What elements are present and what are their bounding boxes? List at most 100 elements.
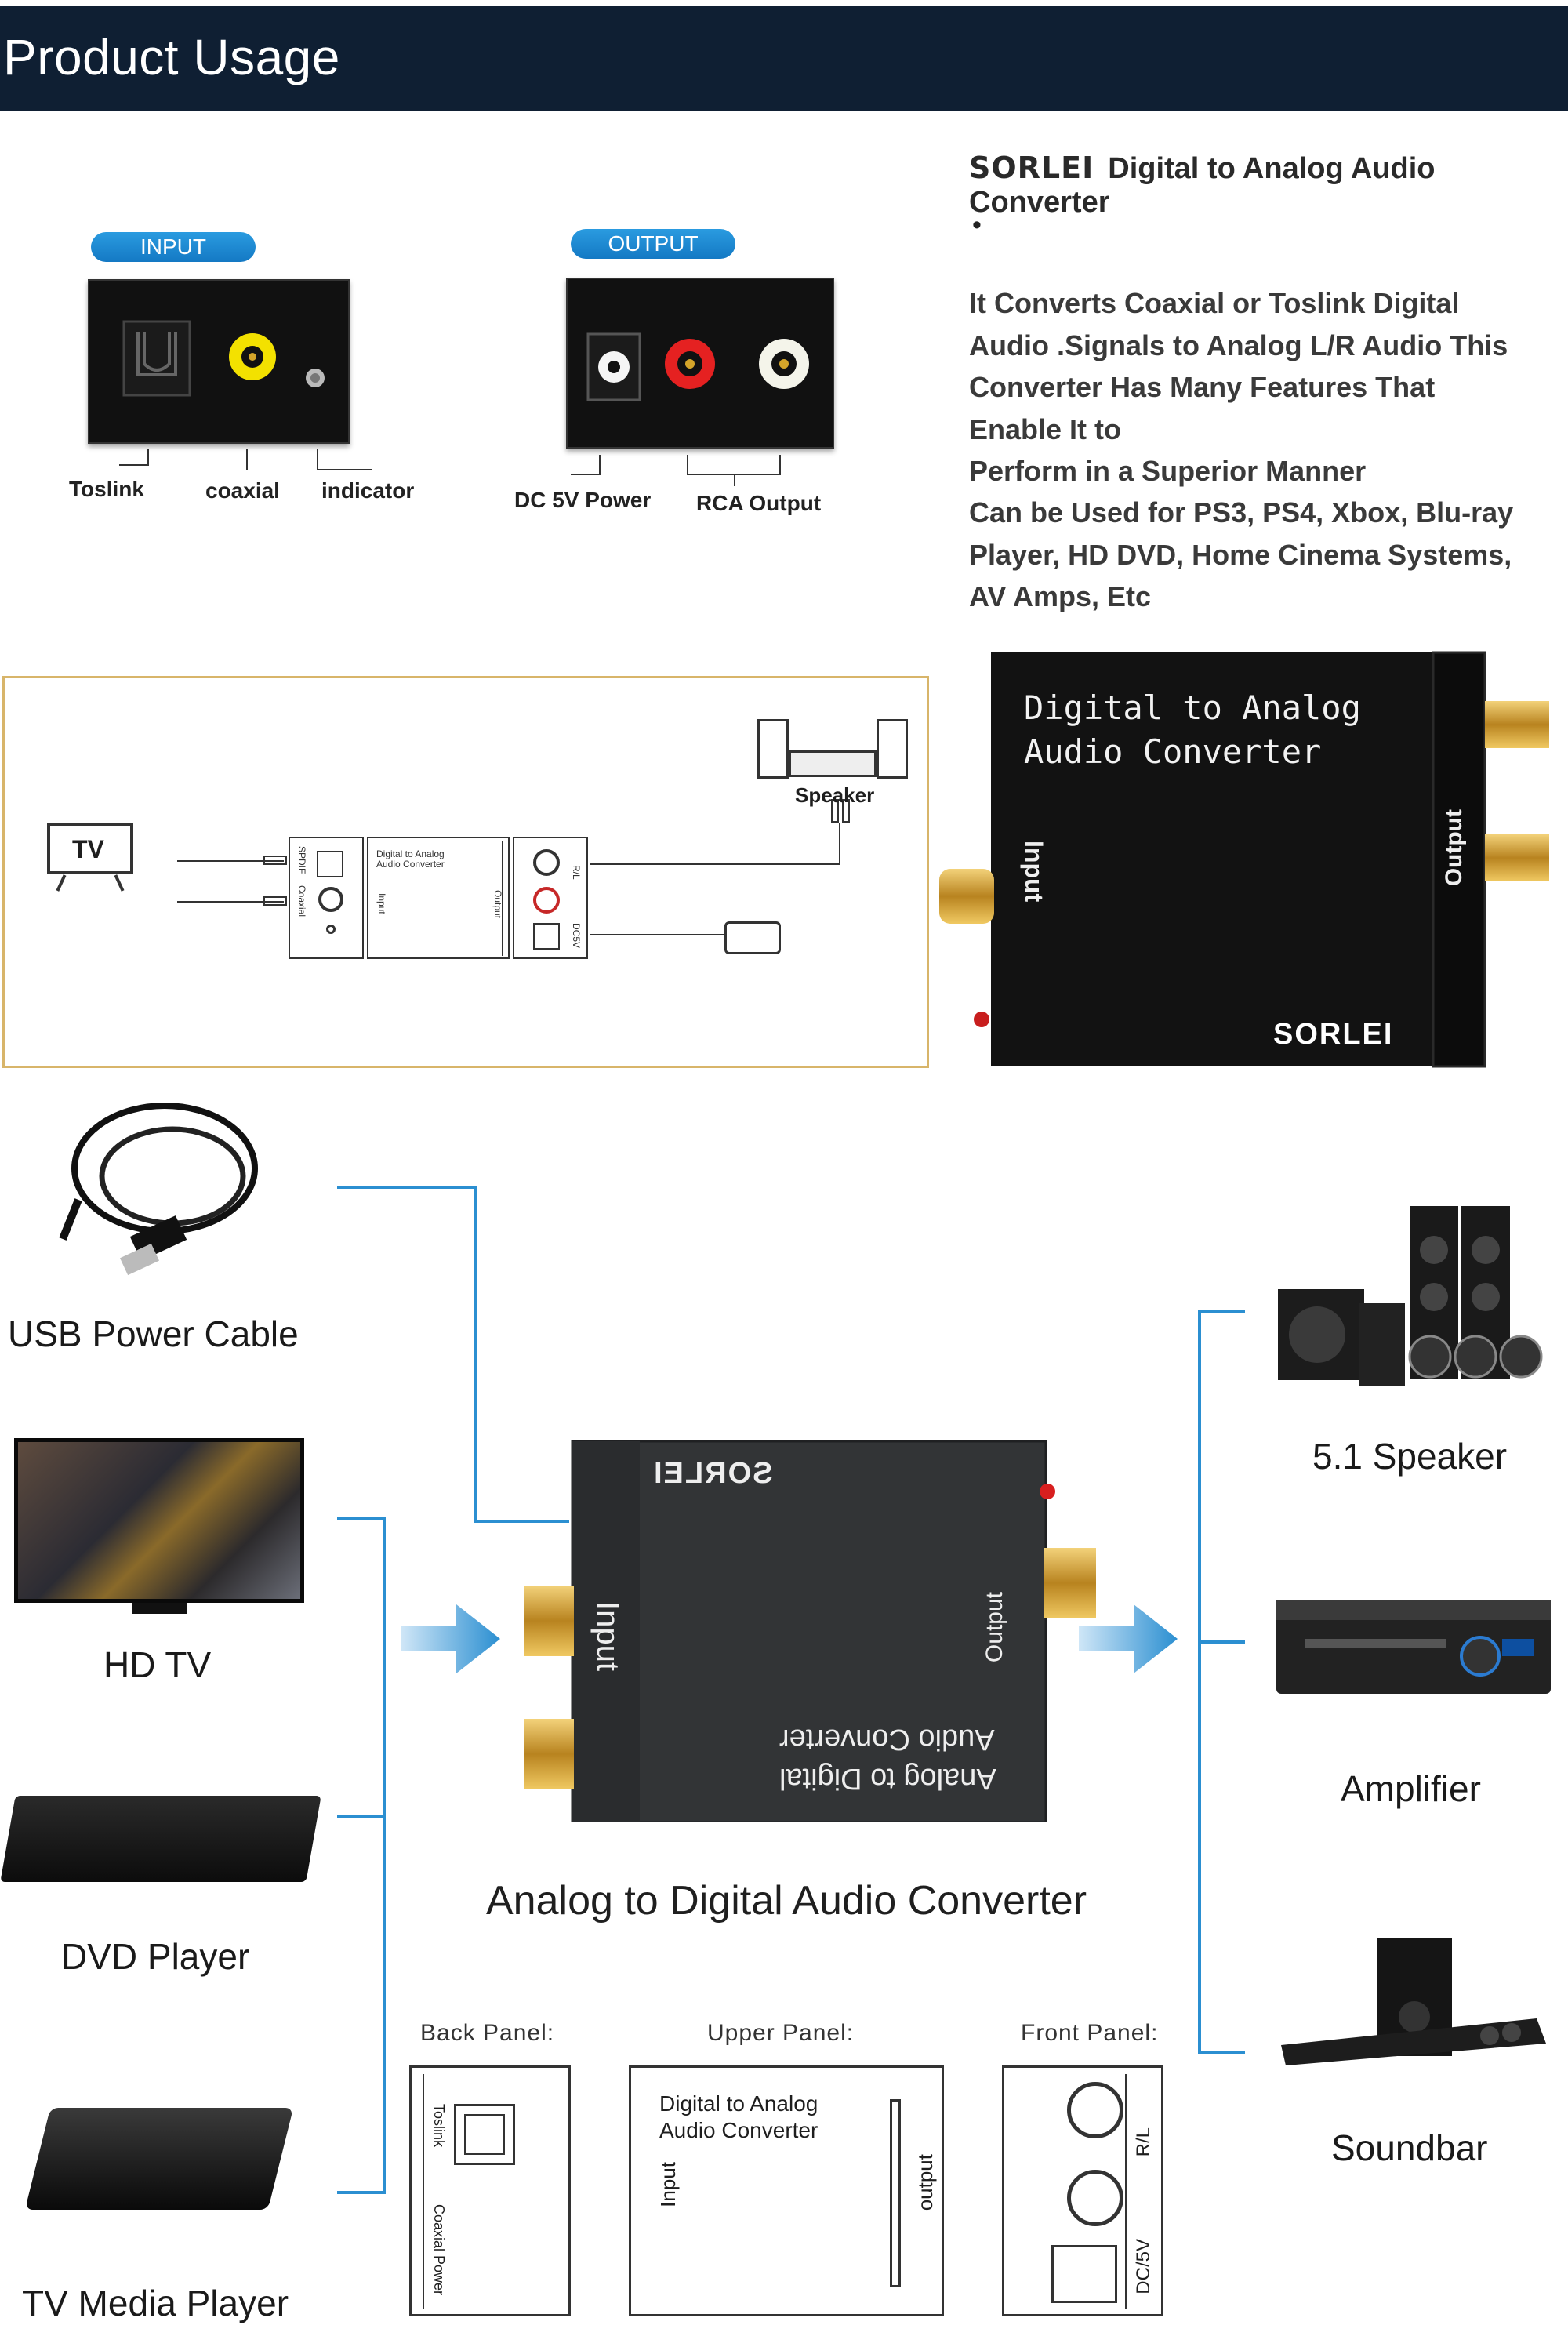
box-input-label: Input (376, 893, 387, 914)
center-device-line2: Audio Converter (779, 1723, 995, 1756)
brand-name: SORLEI (969, 151, 1094, 185)
soundbar-label: Soundbar (1331, 2127, 1488, 2168)
upper-panel-line1: Digital to Analog (659, 2091, 818, 2116)
optical-cable (177, 860, 284, 862)
product-photo-graphic (939, 651, 1549, 1068)
rca-plug-icon (831, 799, 839, 823)
rca-port-large-icon (1067, 2082, 1123, 2138)
input-panel-device (88, 279, 350, 444)
desc-line: Converter Has Many Features That (969, 371, 1436, 403)
connector-line (474, 1520, 569, 1523)
photo-brand: SORLEI (1273, 1018, 1394, 1051)
panel-edge (423, 2074, 426, 2309)
arrow-right-icon (1079, 1604, 1178, 1673)
indicator-label: indicator (321, 478, 415, 503)
tv-leg-icon (56, 874, 67, 892)
rca-output-label: RCA Output (696, 491, 822, 515)
power-adapter-icon (724, 921, 781, 954)
soundbar-image (1281, 1938, 1546, 2065)
box-title-line1: Digital to Analog (376, 848, 445, 859)
center-device-input: Input (590, 1601, 625, 1671)
center-device-brand: SORLEI (652, 1457, 773, 1490)
coaxial-label-small: Coaxial (296, 885, 307, 917)
toslink-small-label: Toslink (431, 2104, 447, 2148)
dc-bracket (571, 455, 601, 475)
desc-line: Player, HD DVD, Home Cinema Systems, (969, 539, 1512, 571)
upper-panel-input: Input (656, 2162, 680, 2207)
center-device-output: Output (982, 1592, 1007, 1663)
plug-icon (263, 896, 287, 906)
usb-power-cable-label: USB Power Cable (8, 1313, 299, 1354)
page-title: Product Usage (3, 29, 340, 85)
connector-line (337, 1186, 475, 1189)
speaker-system-image (1278, 1206, 1543, 1386)
tv-media-player-image (24, 2108, 294, 2210)
box-edge (502, 841, 508, 956)
speaker-label: Speaker (795, 783, 875, 807)
center-device-caption: Analog to Digital Audio Converter (486, 1878, 1087, 1924)
hd-tv-image (14, 1438, 304, 1603)
usb-cable-icon (59, 1103, 258, 1276)
output-panel-device (566, 278, 834, 449)
output-ports-graphic (586, 332, 809, 401)
front-panel-sketch-large: R/L DC/5V (1002, 2065, 1163, 2316)
dc-port-large-icon (1051, 2245, 1117, 2303)
tv-media-player-label: TV Media Player (22, 2283, 289, 2323)
dc5v-label-small: DC5V (571, 923, 582, 949)
desc-line: It Converts Coaxial or Toslink Digital (969, 287, 1460, 319)
coaxial-cable (177, 901, 284, 903)
plug-icon (263, 856, 287, 865)
speaker-icon (877, 719, 908, 779)
connector-line (1198, 1310, 1245, 1313)
photo-output-label: Output (1441, 809, 1467, 887)
connector-line (474, 1186, 477, 1521)
front-panel-sketch: R/L DC5V (513, 837, 588, 959)
dvd-player-label: DVD Player (61, 1936, 250, 1977)
upper-panel-output: output (913, 2154, 937, 2211)
photo-title-line1: Digital to Analog (1024, 688, 1361, 727)
upper-panel-line2: Audio Converter (659, 2118, 818, 2142)
panel-edge (1125, 2074, 1128, 2309)
connection-diagram: TV SPDIF Coaxial Digital to Analog Audio… (2, 676, 929, 1068)
rca-port-red-icon (533, 887, 560, 914)
speaker-icon (757, 719, 789, 779)
toslink-inner-icon (464, 2114, 505, 2155)
connector-line (337, 2191, 386, 2194)
tv-leg-icon (114, 874, 125, 892)
desc-line: Enable It to (969, 413, 1122, 445)
product-name: Digital to Analog Audio Converter (969, 152, 1436, 219)
coaxial-power-label: Coaxial Power (431, 2204, 447, 2296)
rca-port-icon (533, 849, 560, 876)
rl-label-small: R/L (571, 865, 582, 880)
coaxial-tick (246, 449, 248, 470)
desc-line: AV Amps, Etc (969, 580, 1152, 612)
desc-line: Can be Used for PS3, PS4, Xbox, Blu-ray (969, 496, 1514, 529)
header-bar (0, 6, 1568, 111)
box-output-label: Output (492, 890, 503, 919)
power-cable (590, 934, 726, 935)
toslink-port-icon (317, 851, 343, 877)
tv-stand-icon (132, 1603, 187, 1614)
back-panel-sketch: SPDIF Coaxial (289, 837, 364, 959)
tv-label: TV (72, 835, 104, 863)
upper-panel-sketch-large: Digital to Analog Audio Converter Input … (629, 2065, 944, 2316)
output-pill: OUTPUT (571, 229, 735, 259)
connector-line (383, 1517, 386, 2192)
rca-cable (590, 863, 840, 865)
panel-edge (890, 2099, 901, 2287)
photo-title-line2: Audio Converter (1024, 732, 1322, 771)
input-ports-graphic (122, 320, 325, 397)
box-title-line2: Audio Converter (376, 859, 445, 870)
connector-line (337, 1517, 386, 1520)
tv-icon (47, 823, 133, 874)
spdif-label: SPDIF (296, 846, 307, 874)
connector-line (1198, 1310, 1201, 2054)
connector-line (1198, 2051, 1245, 2054)
led-icon (326, 925, 336, 934)
indicator-bracket (317, 449, 372, 470)
center-device-line1: Analog to Digital (779, 1762, 996, 1795)
toslink-port-large-icon (454, 2104, 515, 2165)
desc-line: Audio .Signals to Analog L/R Audio This (969, 329, 1508, 361)
connector-line (1198, 1640, 1245, 1644)
